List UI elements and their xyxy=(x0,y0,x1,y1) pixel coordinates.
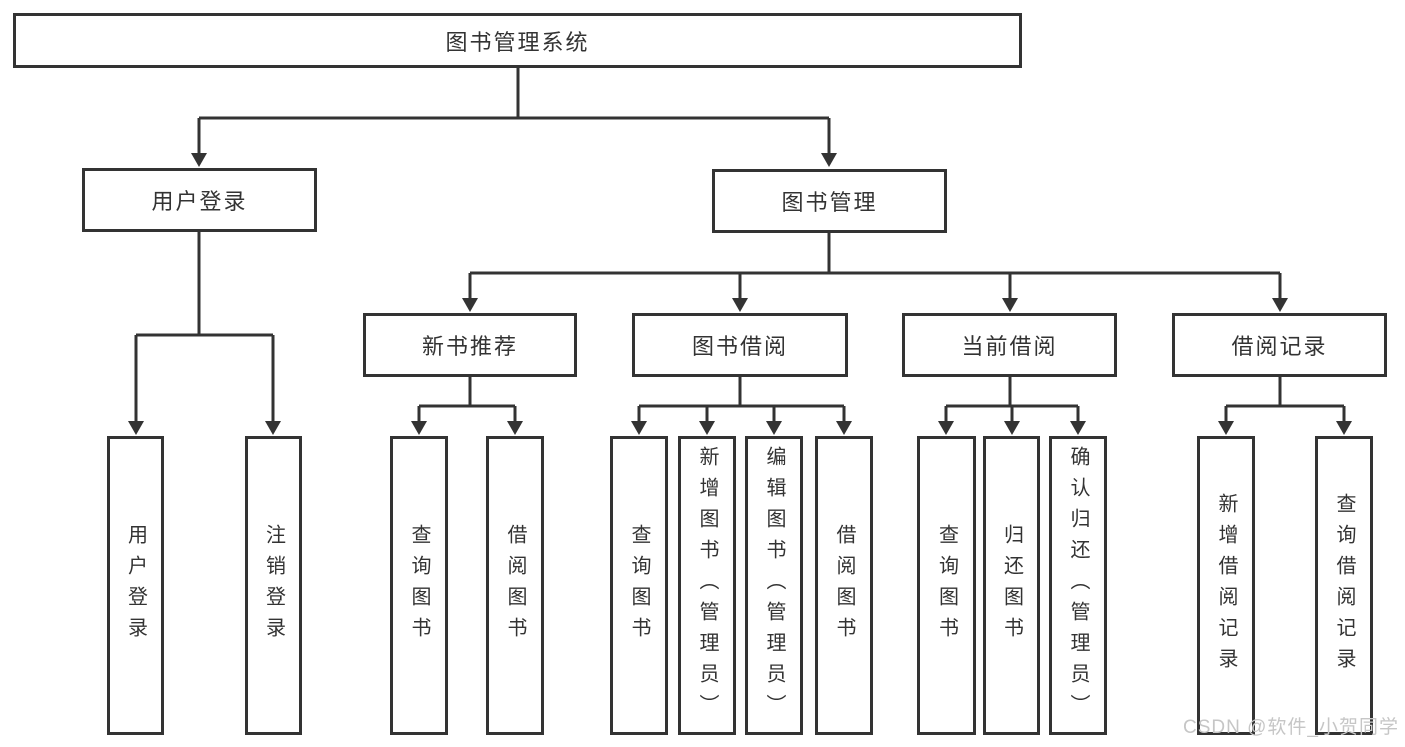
leaf-label: 注销登录 xyxy=(262,523,285,648)
node-label: 当前借阅 xyxy=(961,334,1058,359)
leaf-label: 归还图书 xyxy=(1000,523,1023,648)
leaf-label: 查询图书 xyxy=(935,523,958,648)
node-label: 图书借阅 xyxy=(691,334,788,359)
leaf-query-books: 查询图书 xyxy=(390,436,448,735)
leaf-confirm-return-admin: 确认归还（管理员） xyxy=(1049,436,1107,735)
node-root-system: 图书管理系统 xyxy=(13,13,1022,68)
leaf-label: 新增图书（管理员） xyxy=(696,446,718,725)
node-new-book-recommend: 新书推荐 xyxy=(363,313,577,377)
arrowheads xyxy=(128,153,1352,435)
leaf-label: 借阅图书 xyxy=(504,523,526,648)
node-label: 图书管理 xyxy=(781,190,878,215)
leaf-query-books: 查询图书 xyxy=(917,436,976,735)
leaf-logout: 注销登录 xyxy=(245,436,302,735)
leaf-label: 编辑图书（管理员） xyxy=(763,446,785,725)
leaf-borrow-books: 借阅图书 xyxy=(486,436,544,735)
node-borrow-records: 借阅记录 xyxy=(1172,313,1387,377)
node-book-borrow: 图书借阅 xyxy=(632,313,848,377)
leaf-label: 确认归还（管理员） xyxy=(1067,446,1089,725)
leaf-query-borrow-record: 查询借阅记录 xyxy=(1315,436,1373,735)
node-book-management: 图书管理 xyxy=(712,169,947,233)
leaf-borrow-books: 借阅图书 xyxy=(815,436,873,735)
csdn-watermark: CSDN @软件_小贺同学 xyxy=(1183,717,1399,738)
node-label: 借阅记录 xyxy=(1231,334,1328,359)
leaf-label: 用户登录 xyxy=(124,523,147,648)
leaf-label: 借阅图书 xyxy=(833,523,855,648)
leaf-label: 新增借阅记录 xyxy=(1215,492,1237,679)
node-label: 图书管理系统 xyxy=(445,29,590,55)
leaf-return-books: 归还图书 xyxy=(983,436,1040,735)
leaf-user-login: 用户登录 xyxy=(107,436,164,735)
leaf-add-borrow-record: 新增借阅记录 xyxy=(1197,436,1255,735)
leaf-label: 查询图书 xyxy=(628,523,650,648)
leaf-query-books: 查询图书 xyxy=(610,436,668,735)
leaf-label: 查询图书 xyxy=(408,523,430,648)
leaf-add-books-admin: 新增图书（管理员） xyxy=(678,436,736,735)
node-label: 新书推荐 xyxy=(421,334,518,359)
node-label: 用户登录 xyxy=(151,189,248,214)
leaf-edit-books-admin: 编辑图书（管理员） xyxy=(745,436,803,735)
node-user-login: 用户登录 xyxy=(82,168,317,232)
node-current-borrow: 当前借阅 xyxy=(902,313,1117,377)
leaf-label: 查询借阅记录 xyxy=(1333,492,1355,679)
